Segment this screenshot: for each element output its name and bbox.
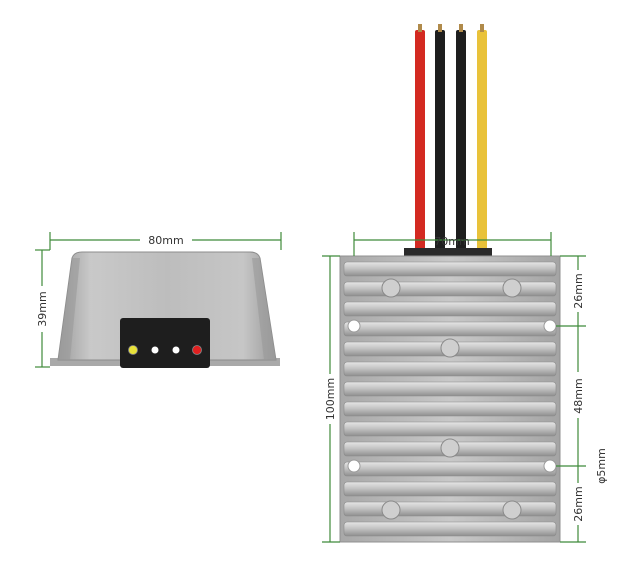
- screw-boss-1: [381, 278, 401, 298]
- screw-boss-6: [502, 500, 522, 520]
- front-left-bevel: [58, 258, 80, 360]
- front-height-dimension: 39mm: [34, 249, 50, 368]
- screw-boss-4: [440, 438, 460, 458]
- black-wire-1: [435, 30, 445, 252]
- yellow-led: [128, 345, 138, 355]
- heatsink-fin: [343, 261, 557, 277]
- top-view: [339, 24, 561, 543]
- red-wire: [415, 30, 425, 252]
- front-height-label: 39mm: [36, 291, 49, 326]
- heatsink-fin: [343, 381, 557, 397]
- led-panel: [120, 318, 210, 368]
- wire-group: [415, 24, 487, 252]
- screw-boss-2: [502, 278, 522, 298]
- hole-spacing-label: 48mm: [572, 378, 585, 413]
- black-wire-2-tip: [459, 24, 463, 32]
- black-wire-2: [456, 30, 466, 252]
- heatsink-fin: [343, 301, 557, 317]
- hole-diameter-label: φ5mm: [595, 448, 608, 484]
- white-led-1: [151, 346, 159, 354]
- screw-boss-3: [440, 338, 460, 358]
- top-housing: [339, 255, 561, 543]
- screw-boss-5: [381, 500, 401, 520]
- top-width-label: 70mm: [434, 235, 469, 248]
- front-width-dimension: 80mm: [49, 232, 282, 250]
- yellow-wire: [477, 30, 487, 252]
- yellow-wire-tip: [480, 24, 484, 32]
- red-led: [192, 345, 202, 355]
- heatsink-fin: [343, 401, 557, 417]
- front-housing: [57, 251, 277, 361]
- heatsink-fin: [343, 481, 557, 497]
- mount-hole-bottom-right: [543, 459, 557, 473]
- mount-hole-top-right: [543, 319, 557, 333]
- top-length-dimension: 100mm: [322, 255, 340, 543]
- heatsink-fin: [343, 421, 557, 437]
- red-wire-tip: [418, 24, 422, 32]
- black-wire-1-tip: [438, 24, 442, 32]
- led-group: [128, 345, 202, 355]
- front-view: [50, 251, 280, 368]
- heatsink-fin: [343, 501, 557, 517]
- heatsink-fin: [343, 361, 557, 377]
- heatsink-fin: [343, 281, 557, 297]
- mount-hole-top-left: [347, 319, 361, 333]
- heatsink-fin: [343, 521, 557, 537]
- mount-hole-bottom-left: [347, 459, 361, 473]
- top-width-dimension: 70mm: [353, 232, 552, 256]
- hole-dimensions: 26mm 48mm 26mm φ5mm: [556, 255, 608, 543]
- hole-offset-bottom-label: 26mm: [572, 486, 585, 521]
- top-length-label: 100mm: [324, 378, 337, 420]
- front-right-bevel: [252, 258, 276, 360]
- heatsink-fin: [343, 461, 557, 477]
- heatsink-fin: [343, 321, 557, 337]
- hole-offset-top-label: 26mm: [572, 273, 585, 308]
- white-led-2: [172, 346, 180, 354]
- front-width-label: 80mm: [148, 234, 183, 247]
